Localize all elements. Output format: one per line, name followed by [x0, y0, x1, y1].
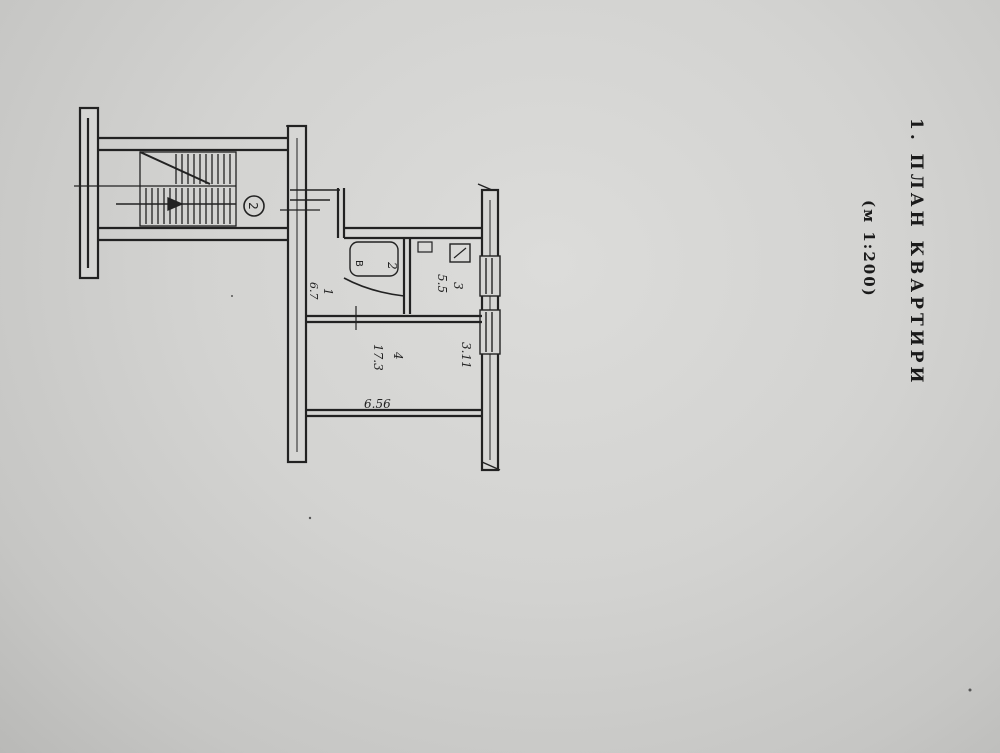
stair-flight	[74, 151, 237, 227]
room-3-number: 3	[451, 282, 465, 290]
room-4-number: 4	[391, 351, 405, 360]
room-1-number: 1	[321, 288, 335, 296]
window	[479, 255, 501, 297]
stair-marker-number: 2	[246, 202, 260, 210]
title-block: 1. ПЛАН КВАРТИРИ (м 1:200)	[860, 110, 950, 490]
length-dimension: 6.56	[364, 397, 391, 411]
plan-title: 1. ПЛАН КВАРТИРИ	[906, 118, 926, 387]
floor-plan-drawing: 2	[74, 106, 972, 692]
room-3-area: 5.5	[435, 274, 449, 293]
sink	[417, 241, 433, 253]
room-4-area: 17.3	[371, 344, 385, 371]
plan-scale: (м 1:200)	[860, 200, 878, 298]
fixture-label: B	[353, 260, 364, 267]
bathtub	[349, 241, 399, 277]
room-1-area: 6.7	[307, 282, 320, 300]
window	[479, 309, 501, 355]
stair-marker	[243, 195, 265, 217]
kitchen-stove	[449, 243, 471, 263]
room-2-number: 2	[385, 261, 399, 270]
width-dimension: 3.11	[459, 342, 473, 369]
